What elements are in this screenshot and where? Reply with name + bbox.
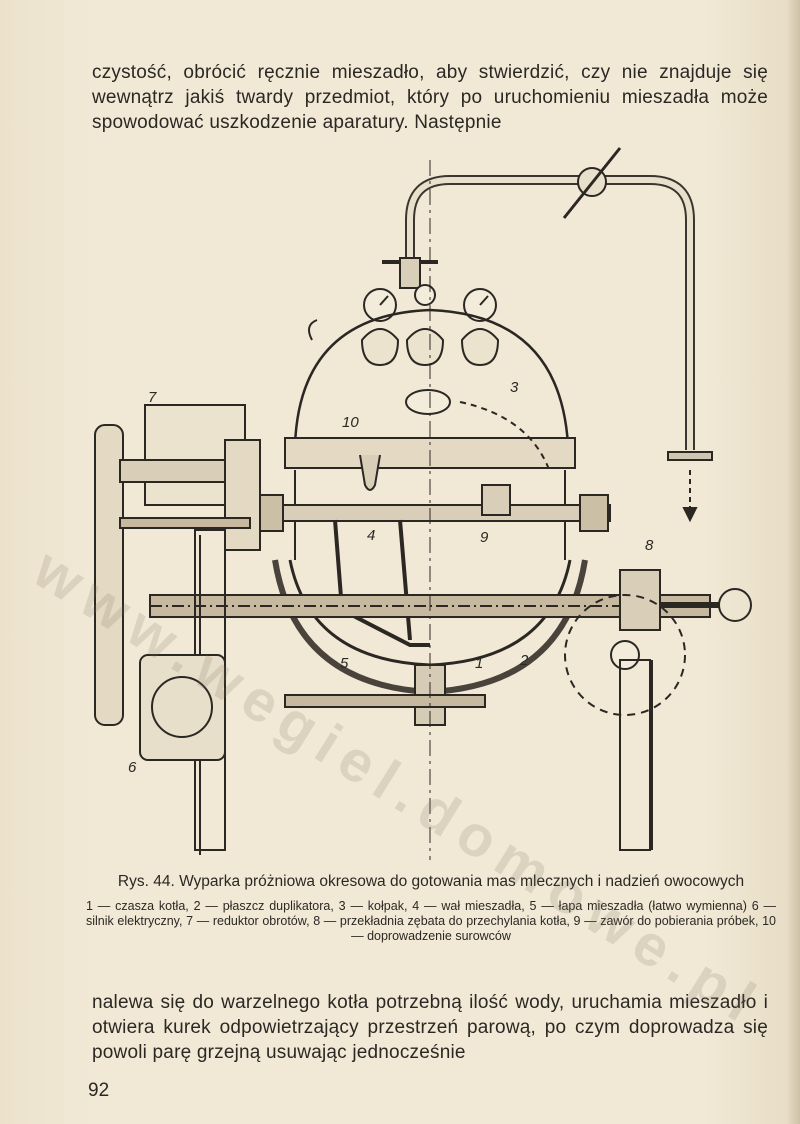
paragraph-bottom: nalewa się do warzelnego kotła potrzebną… xyxy=(92,990,768,1065)
part-label: 7 xyxy=(148,389,157,406)
page-number: 92 xyxy=(88,1080,110,1101)
part-label: 4 xyxy=(367,527,375,544)
part-label: 9 xyxy=(480,529,489,546)
sample-valve xyxy=(481,484,511,516)
part-label: 6 xyxy=(128,759,137,776)
agitator-arm xyxy=(333,519,430,647)
sight-glass xyxy=(405,389,451,415)
electric-motor xyxy=(139,654,226,761)
figure-caption: Rys. 44. Wyparka próżniowa okresowa do g… xyxy=(86,872,776,944)
steam-pipe xyxy=(405,175,695,450)
part-label: 3 xyxy=(510,379,519,396)
frame-right xyxy=(619,659,651,851)
tilting-gear xyxy=(619,569,661,631)
pipe-flange xyxy=(667,451,713,461)
caption-title: Rys. 44. Wyparka próżniowa okresowa do g… xyxy=(117,873,745,890)
part-label: 8 xyxy=(645,537,654,554)
pressure-gauge-center xyxy=(414,284,436,306)
paragraph-top: czystość, obrócić ręcznie mieszadło, aby… xyxy=(92,60,768,135)
page-edge-shadow xyxy=(786,0,800,1124)
feed-inlet xyxy=(359,454,381,491)
evaporator-drawing: 1 2 3 4 5 6 7 8 9 10 xyxy=(94,147,752,860)
paragraph-bottom-text: nalewa się do warzelnego kotła potrzebną… xyxy=(92,992,768,1063)
part-label: 2 xyxy=(519,652,529,669)
handwheel xyxy=(718,588,752,622)
part-label: 1 xyxy=(475,655,483,672)
paragraph-top-text: czystość, obrócić ręcznie mieszadło, aby… xyxy=(92,62,768,133)
part-label: 10 xyxy=(342,414,359,431)
caption-legend: 1 — czasza kotła, 2 — płaszcz duplikator… xyxy=(86,899,776,943)
part-label: 5 xyxy=(340,655,349,672)
